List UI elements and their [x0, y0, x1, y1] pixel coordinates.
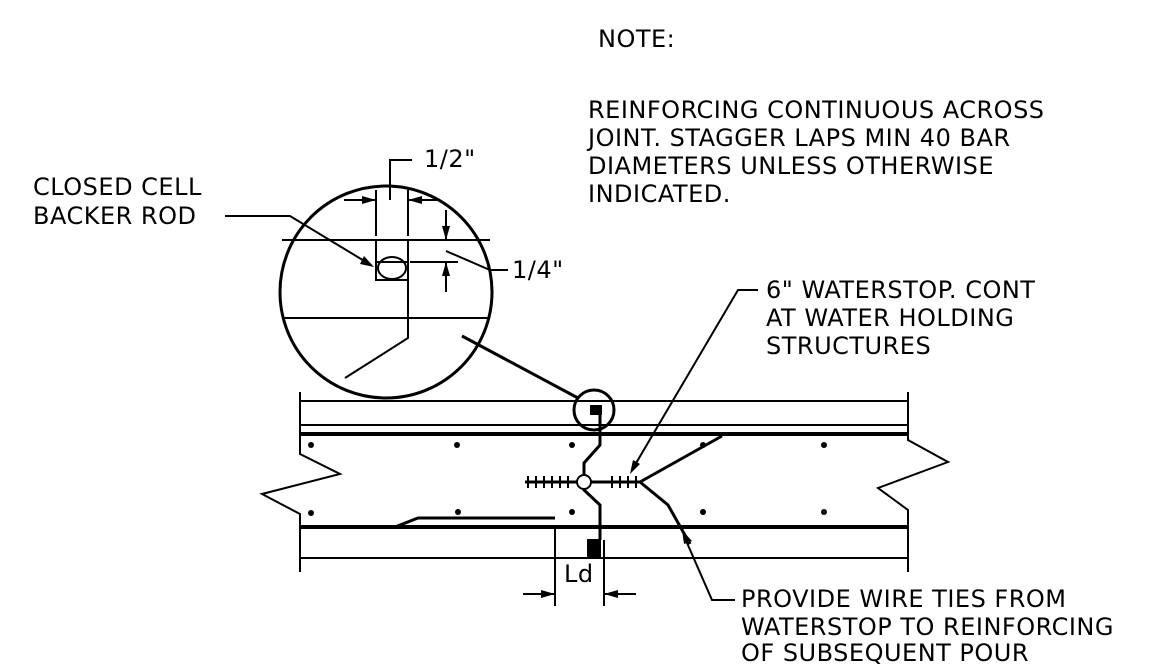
dim-half-arrowhead-left [362, 196, 376, 204]
enlarged-detail: 1/2" 1/4" CLOSED CELL BACKER ROD [33, 145, 579, 400]
dim-half-leader [389, 159, 412, 200]
dim-half-arrowhead-right [408, 196, 422, 204]
wire-ties-label-3: OF SUBSEQUENT POUR [741, 639, 1029, 665]
waterstop-center-bulb [576, 474, 592, 490]
waterstop-label-2: AT WATER HOLDING [766, 304, 1014, 332]
backer-rod-label-2: BACKER ROD [33, 202, 196, 230]
bottom-joint-filler [587, 539, 601, 557]
joint-sealant-mark [590, 405, 602, 415]
detail-bubble [278, 184, 494, 400]
rebar-dot [569, 509, 575, 515]
right-break-line [875, 392, 951, 572]
backer-rod-arrowhead [360, 256, 374, 267]
rebar-dot [821, 442, 827, 448]
lap-bar-lower [300, 516, 555, 529]
rebar-dot [308, 510, 314, 516]
detail-reference-circle [572, 388, 616, 432]
rebar-dot [569, 442, 575, 448]
dim-quarter-arrowhead-bottom [442, 262, 450, 276]
waterstop-label-1: 6" WATERSTOP. CONT [766, 276, 1035, 304]
waterstop-ribs [527, 476, 637, 488]
waterstop-callout: 6" WATERSTOP. CONT AT WATER HOLDING STRU… [630, 276, 1035, 474]
ld-arrowhead-right [604, 590, 618, 598]
waterstop-arrowhead [630, 460, 640, 474]
rebar-dot [700, 509, 706, 515]
wire-ties-leader [683, 535, 735, 601]
wire-ties-label-1: PROVIDE WIRE TIES FROM [741, 585, 1067, 613]
rebar-dot [454, 442, 460, 448]
rebar-dot [308, 442, 314, 448]
rebar-dot [455, 509, 461, 515]
rebar-dot [821, 509, 827, 515]
detail-connector-line [461, 334, 579, 400]
dim-quarter-arrowhead-top [442, 226, 450, 240]
backer-rod-label-1: CLOSED CELL [33, 173, 202, 201]
wire-ties-arrowhead [682, 530, 692, 544]
dim-quarter-label: 1/4" [512, 256, 564, 284]
construction-joint [582, 406, 602, 540]
slab-section: Ld [259, 388, 951, 606]
note-line-2: JOINT. STAGGER LAPS MIN 40 BAR [586, 124, 1011, 152]
dim-half-label: 1/2" [424, 145, 476, 173]
detail-joint-line [344, 280, 409, 379]
waterstop-label-3: STRUCTURES [766, 332, 931, 360]
note-line-1: REINFORCING CONTINUOUS ACROSS [588, 96, 1045, 124]
wire-ties-callout: PROVIDE WIRE TIES FROM WATERSTOP TO REIN… [682, 530, 1114, 665]
waterstop-leader [631, 289, 758, 471]
dim-quarter-leader [445, 250, 508, 271]
backer-rod [377, 256, 407, 280]
note-line-4: INDICATED. [588, 180, 731, 208]
backer-rod-leader [225, 215, 367, 263]
wire-tie [639, 480, 692, 545]
ld-label: Ld [564, 560, 594, 588]
note-heading: NOTE: [598, 25, 675, 53]
wire-ties-label-2: WATERSTOP TO REINFORCING [741, 613, 1114, 641]
lap-bar-upper [639, 434, 723, 484]
note-line-3: DIAMETERS UNLESS OTHERWISE [588, 152, 994, 180]
left-break-line [259, 392, 343, 572]
general-note: NOTE: REINFORCING CONTINUOUS ACROSS JOIN… [586, 25, 1045, 208]
ld-arrowhead-left [541, 590, 555, 598]
